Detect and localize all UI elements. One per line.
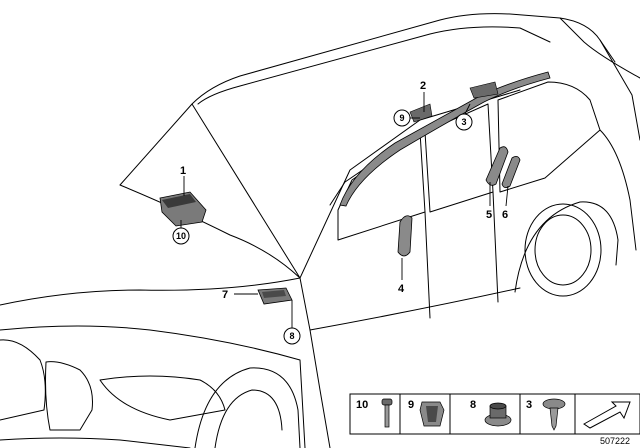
svg-text:10: 10 xyxy=(356,399,368,411)
callout-3-circled: 3 xyxy=(455,113,473,131)
screw-icon xyxy=(542,398,566,431)
callout-5: 5 xyxy=(486,209,492,221)
legend-item-8: 8 xyxy=(470,399,512,427)
callout-8-circled: 8 xyxy=(283,327,301,345)
car-outline xyxy=(0,13,640,448)
callout-7: 7 xyxy=(222,289,228,301)
front-side-airbag xyxy=(397,215,413,257)
svg-text:10: 10 xyxy=(176,231,186,241)
callout-9-circled: 9 xyxy=(393,109,411,127)
callout-2: 2 xyxy=(420,80,426,92)
svg-text:3: 3 xyxy=(526,399,532,411)
callout-labels: 1 2 4 5 6 7 10 9 3 8 xyxy=(172,80,508,345)
svg-text:8: 8 xyxy=(470,399,476,411)
legend-item-3: 3 xyxy=(526,398,566,431)
callout-10-circled: 10 xyxy=(172,227,190,245)
knee-airbag xyxy=(257,287,293,305)
bolt-icon xyxy=(381,398,393,428)
flange-nut-icon xyxy=(484,402,512,427)
legend-item-10: 10 xyxy=(356,398,393,428)
passenger-airbag-module xyxy=(159,191,207,227)
rear-side-airbag-right xyxy=(501,156,521,188)
pointer-arrow-icon xyxy=(583,401,631,429)
curtain-airbag xyxy=(339,71,551,207)
callout-4: 4 xyxy=(398,283,405,295)
rear-side-airbag-left xyxy=(485,146,509,186)
fastener-legend: 10 9 8 3 xyxy=(349,393,640,435)
diagram-id: 507222 xyxy=(600,436,630,446)
leader-lines xyxy=(180,92,509,328)
legend-item-9: 9 xyxy=(408,399,445,427)
svg-text:3: 3 xyxy=(461,117,466,127)
svg-text:9: 9 xyxy=(399,113,404,123)
svg-text:8: 8 xyxy=(289,331,294,341)
clip-nut-icon xyxy=(419,401,445,427)
callout-6: 6 xyxy=(502,209,508,221)
svg-text:9: 9 xyxy=(408,399,414,411)
callout-1: 1 xyxy=(180,165,186,177)
